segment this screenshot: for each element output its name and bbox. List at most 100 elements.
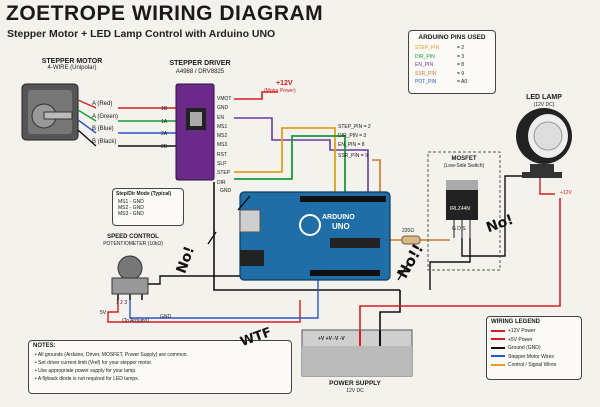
wire-mosfet-drain (461, 175, 522, 257)
arduino-label: ARDUINO (322, 214, 355, 221)
driver-subtitle: A4988 / DRV8825 (175, 69, 225, 75)
arduino-pins-box: ARDUINO PINS USED STEP_PIN = 2 DIR_PIN = 3… (408, 30, 496, 94)
wire-gnd-driver (213, 182, 400, 291)
mosfet-pins: G D S (452, 226, 466, 232)
pin-pot-value: = A0 (457, 79, 468, 85)
motor-wire-label-1: A (Red) (92, 101, 113, 107)
pot-gnd: GND (160, 314, 172, 320)
wire-mosfet-source (429, 238, 471, 290)
pin-ms1: MS1 (217, 123, 228, 130)
pin-dir: DIR (217, 179, 226, 186)
mosfet-title: MOSFET (451, 156, 477, 162)
pin-rst: RST (217, 151, 227, 158)
psu-terminals: +V +V -V -V (318, 336, 345, 342)
motor-wire-label-2: A (Green) (92, 114, 119, 120)
note-2: • Set driver current limit (Vref) for yo… (35, 360, 153, 366)
wire-psu-gnd (379, 290, 401, 330)
pins-box-title: ARDUINO PINS USED (418, 34, 486, 41)
stepper-motor-title: STEPPER MOTOR (41, 58, 103, 65)
pin-ms2: MS2 (217, 133, 228, 140)
led-lamp-sub: (12V DC) (533, 102, 555, 108)
stepper-motor-body (21, 83, 97, 147)
pin-gnd: GND (217, 105, 229, 112)
page-subtitle: Stepper Motor + LED Lamp Control with Ar… (7, 28, 276, 40)
legend-item-1: +12V Power (491, 327, 577, 336)
pin-ms3: MS3 (217, 142, 228, 149)
psu-sub: 12V DC (346, 388, 364, 394)
stepper-driver-board (175, 83, 215, 181)
note-4: • A flyback diode is not required for LE… (35, 376, 140, 382)
led-lamp-title: LED LAMP (526, 94, 562, 101)
step-mode-box: Step/Dir Mode (Typical) MS1 - GND MS2 - … (112, 188, 184, 226)
led-power-label: +12V (560, 190, 572, 196)
pin-dir-name: DIR_PIN (415, 53, 435, 60)
pin-pot-name: POT_PIN (415, 79, 437, 85)
pin-ssr-name: SSR_PIN (415, 70, 437, 77)
led-lamp-drawing (516, 108, 572, 178)
pin-slp: SLP (217, 161, 227, 168)
pot-pins: 1 2 3 (116, 300, 128, 306)
pot-to-arduino: (To Arduino) (122, 318, 149, 324)
note-1: • All grounds (Arduino, Driver, MOSFET, … (35, 352, 188, 358)
stepper-motor-subtitle: 4-WIRE (Unipolar) (47, 65, 97, 71)
page-title: ZOETROPE WIRING DIAGRAM (6, 2, 324, 25)
resistor-label: 220Ω (402, 228, 415, 234)
wire-dir (234, 135, 346, 196)
motor-power-label: +12V (276, 80, 293, 87)
stepper-motor-card: STEPPER MOTOR 4-WIRE (Unipolar) (22, 58, 122, 86)
driver-pin-list: VMOT GND EN MS1 MS2 MS3 RST SLP STEP DIR (217, 95, 231, 188)
pin-step-name: STEP_PIN (415, 45, 440, 51)
legend-item-2: +5V Power (491, 336, 577, 345)
pin-en-value: = 8 (457, 62, 465, 68)
legend-title: WIRING LEGEND (491, 319, 540, 325)
mosfet-part (427, 151, 501, 271)
wire-en (234, 117, 369, 196)
notes-title: NOTES: (33, 343, 56, 349)
signal-step: STEP_PIN = 2 (338, 124, 371, 130)
legend-item-3: Ground (GND) (491, 344, 577, 353)
mosfet-sub: (Low-Side Switch) (443, 163, 485, 169)
mosfet-part: IRLZ44N (450, 206, 471, 212)
signal-en: EN_PIN = 8 (338, 142, 365, 148)
wire-led-12v (539, 176, 555, 195)
pin-step: STEP (217, 170, 231, 177)
pin-dir-value: = 3 (457, 53, 465, 60)
step-mode-title: Step/Dir Mode (Typical) (116, 191, 172, 197)
driver-pin-1a: 1A (161, 119, 168, 125)
driver-pin-2b: 2B (161, 144, 168, 150)
arduino-board (239, 191, 391, 281)
motor-wire-label-3: B (Blue) (92, 126, 114, 132)
speed-sub: POTENTIOMETER (10kΩ) (103, 241, 163, 247)
wiring-legend: WIRING LEGEND +12V Power +5V Power Groun… (486, 316, 582, 380)
legend-item-4: Stepper Motor Wires (491, 353, 577, 362)
motor-wire-label-4: B (Black) (92, 139, 117, 145)
power-supply-drawing (301, 329, 413, 377)
pin-en: EN (217, 114, 224, 121)
speed-title: SPEED CONTROL (107, 234, 159, 240)
legend-item-5: Control / Signal Wires (491, 361, 577, 370)
motor-power-sub: (Motor Power) (264, 88, 296, 94)
pin-step-value: = 2 (457, 45, 465, 51)
driver-title: STEPPER DRIVER (169, 60, 231, 67)
pin-vmot: VMOT (217, 96, 232, 102)
driver-pin-1b: 1B (161, 106, 168, 112)
pin-en-name: EN_PIN (415, 62, 434, 68)
wire-pot-signal (129, 280, 319, 319)
note-3: • Use appropriate power supply for your … (35, 368, 137, 374)
pin-ssr-value: = 9 (457, 70, 465, 77)
wire-pot-gnd (141, 275, 240, 298)
driver-pin-2a: 2A (161, 131, 168, 137)
psu-title: POWER SUPPLY (329, 380, 381, 387)
step-mode-line-3: MS3 - GND (118, 211, 144, 217)
step-mode-line-1: MS1 - GND (118, 199, 144, 205)
wire-psu-12v (359, 198, 561, 330)
step-mode-line-2: MS2 - GND (118, 205, 144, 211)
arduino-model: UNO (332, 222, 350, 231)
wire-12v-motor (234, 91, 278, 100)
driver-gnd-label: GND (220, 188, 232, 194)
signal-dir: DIR_PIN = 3 (338, 133, 367, 139)
wire-ssr (372, 159, 381, 196)
notes-box: NOTES: • All grounds (Arduino, Driver, M… (28, 340, 292, 394)
signal-ssr: SSR_PIN = 9 (338, 153, 368, 159)
